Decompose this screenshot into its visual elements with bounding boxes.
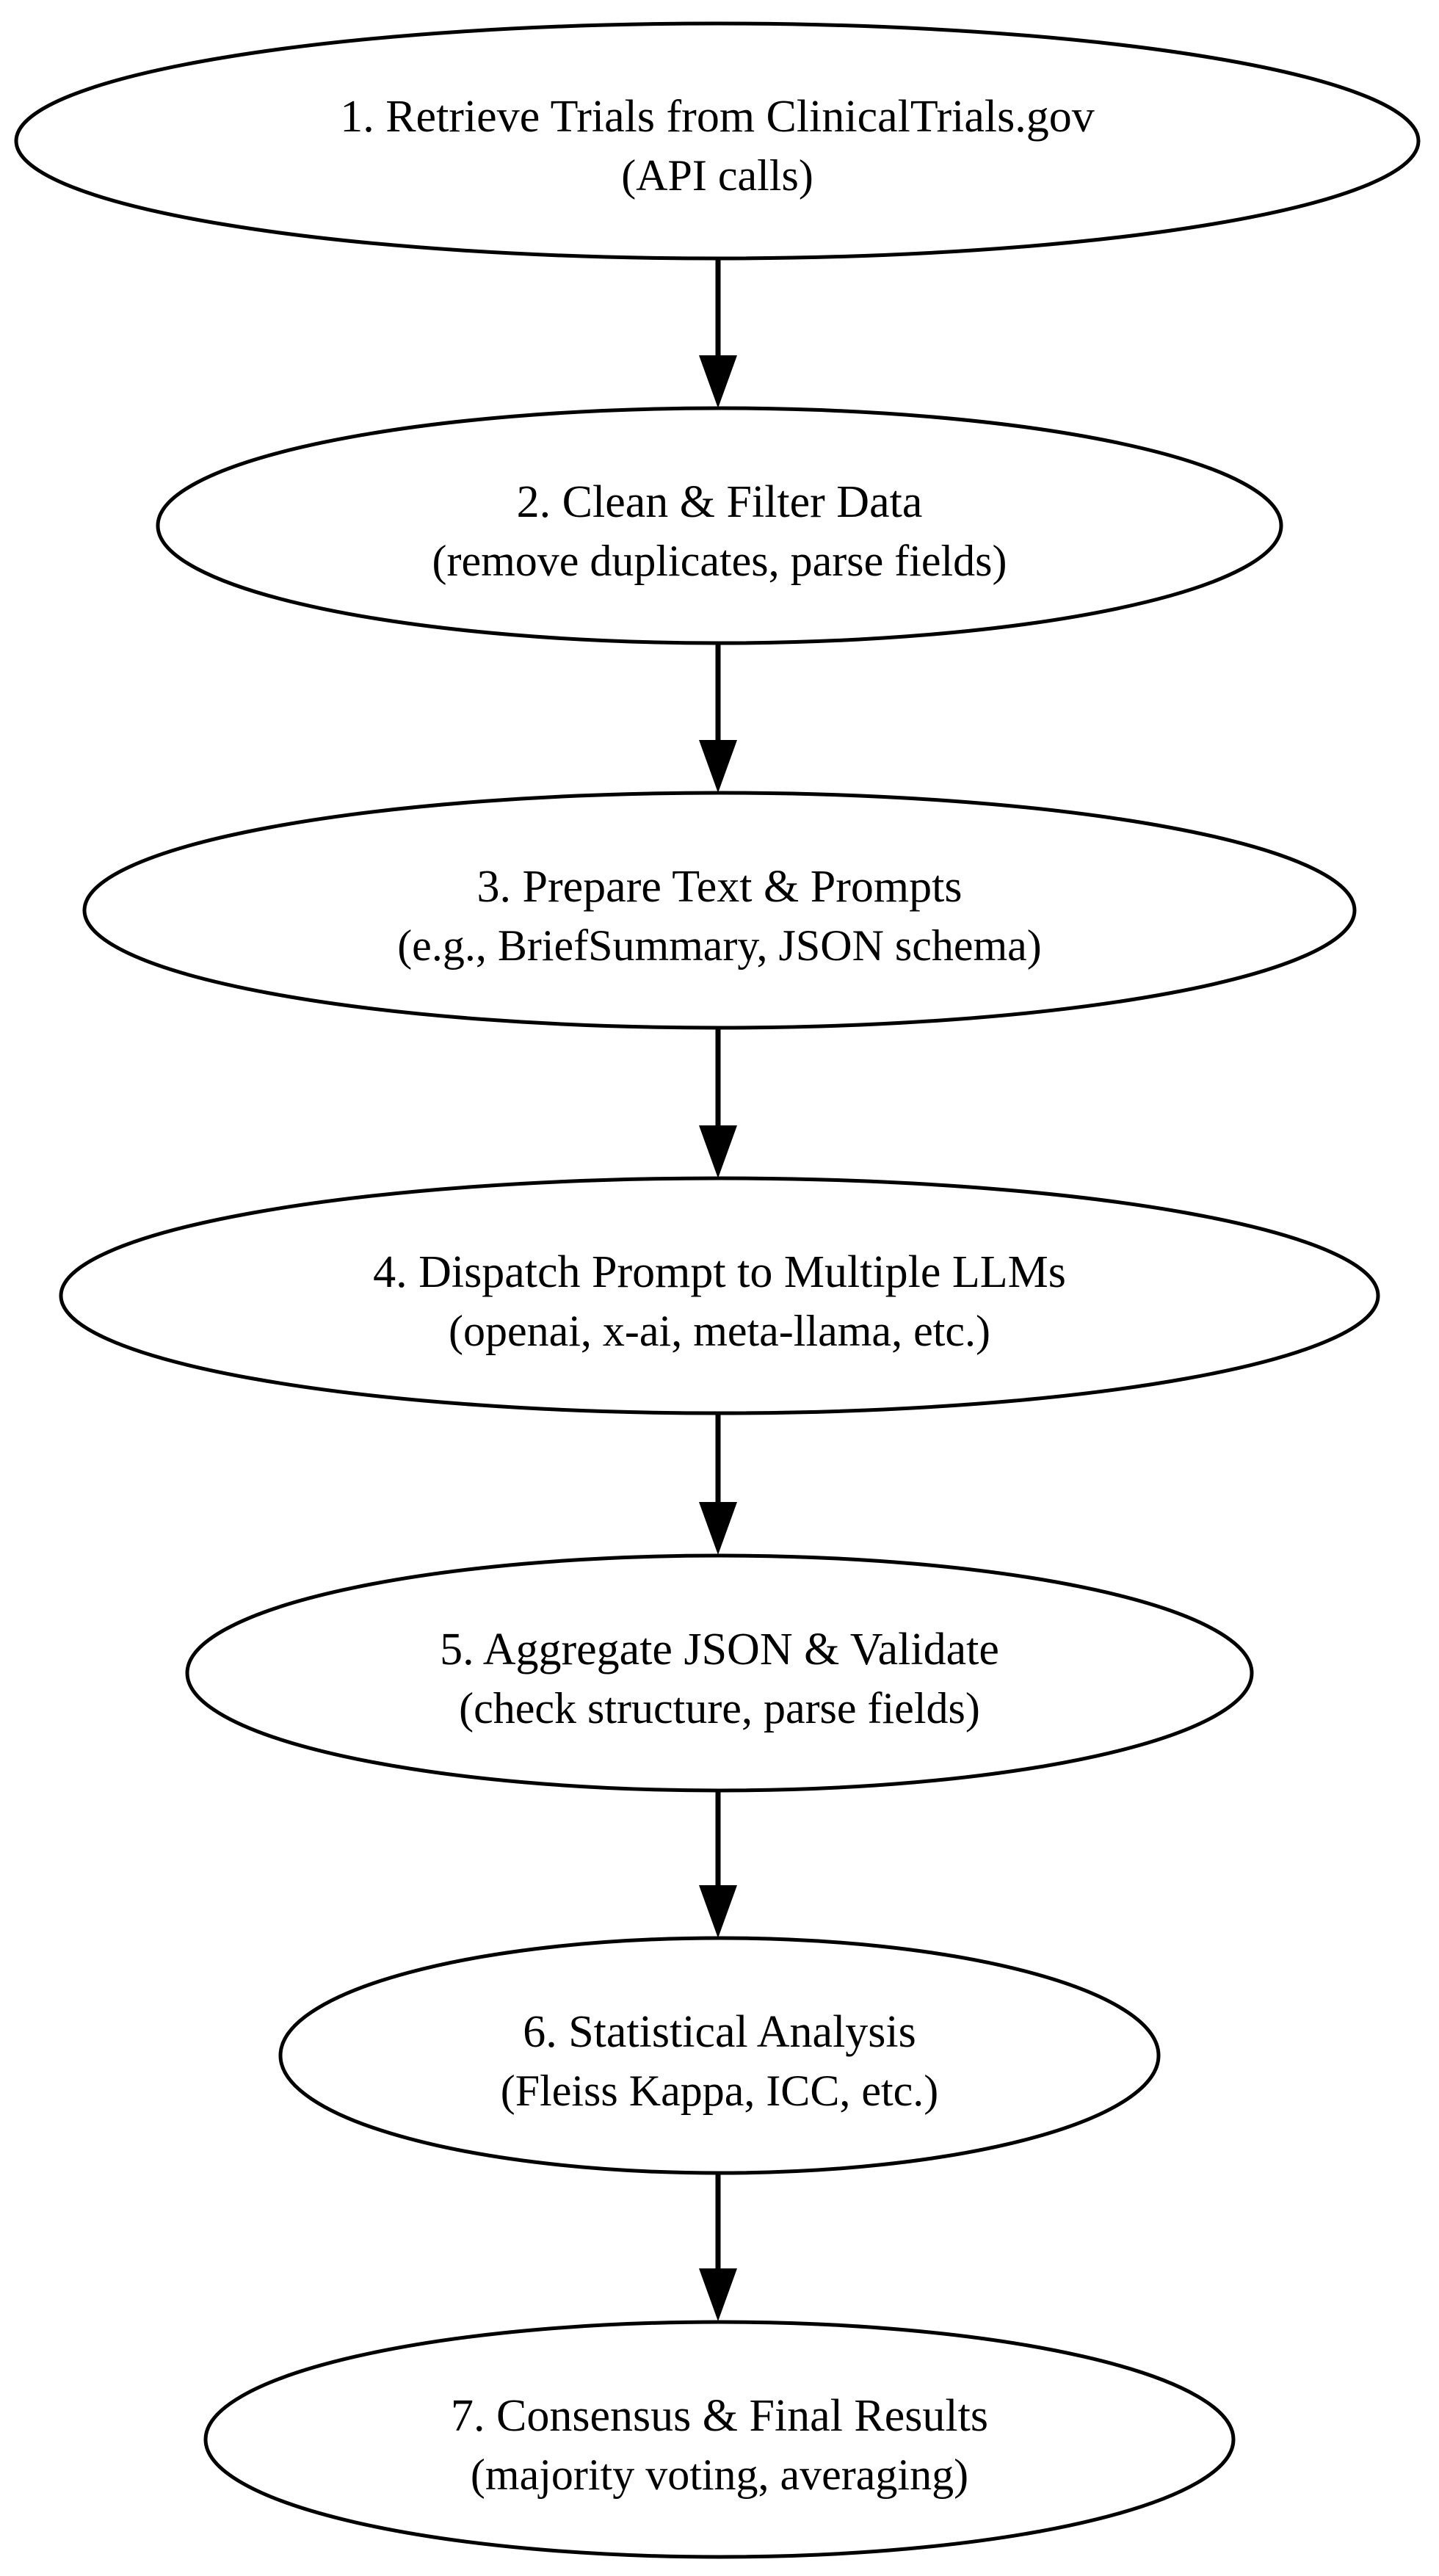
node-2-line1: 2. Clean & Filter Data — [517, 477, 923, 527]
node-4-line1: 4. Dispatch Prompt to Multiple LLMs — [373, 1247, 1066, 1297]
flow-node-1[interactable]: 1. Retrieve Trials from ClinicalTrials.g… — [14, 21, 1421, 261]
edge-2-3-arrowhead-icon — [699, 740, 737, 793]
node-3-line2: (e.g., BriefSummary, JSON schema) — [397, 921, 1042, 970]
node-6-line2: (Fleiss Kappa, ICC, etc.) — [501, 2067, 939, 2115]
node-5-line1: 5. Aggregate JSON & Validate — [440, 1625, 999, 1675]
node-4-line2: (openai, x-ai, meta-llama, etc.) — [449, 1307, 990, 1355]
flow-edge-5-to-6 — [699, 1790, 737, 1938]
flow-edge-1-to-2 — [699, 258, 737, 408]
node-1-line1: 1. Retrieve Trials from ClinicalTrials.g… — [340, 92, 1095, 142]
node-2-line2: (remove duplicates, parse fields) — [432, 537, 1007, 585]
flow-edge-2-to-3 — [699, 643, 737, 793]
node-3-line1: 3. Prepare Text & Prompts — [477, 862, 963, 912]
edge-4-5-arrowhead-icon — [699, 1502, 737, 1555]
node-1-line2: (API calls) — [621, 151, 813, 200]
node-5-line2: (check structure, parse fields) — [459, 1684, 980, 1733]
node-7-line1: 7. Consensus & Final Results — [451, 2391, 988, 2441]
flow-node-6[interactable]: 6. Statistical Analysis (Fleiss Kappa, I… — [278, 1936, 1161, 2175]
flow-edge-4-to-5 — [699, 1413, 737, 1555]
flow-node-2[interactable]: 2. Clean & Filter Data (remove duplicate… — [156, 406, 1283, 645]
edge-3-4-arrowhead-icon — [699, 1125, 737, 1178]
flow-edge-6-to-7 — [699, 2173, 737, 2321]
flow-node-7[interactable]: 7. Consensus & Final Results (majority v… — [203, 2320, 1236, 2559]
edge-6-7-arrowhead-icon — [699, 2268, 737, 2321]
node-7-line2: (majority voting, averaging) — [471, 2450, 968, 2499]
flow-node-4[interactable]: 4. Dispatch Prompt to Multiple LLMs (ope… — [59, 1176, 1380, 1415]
flow-node-5[interactable]: 5. Aggregate JSON & Validate (check stru… — [185, 1553, 1254, 1793]
node-6-line1: 6. Statistical Analysis — [523, 2007, 916, 2057]
edge-1-2-arrowhead-icon — [699, 355, 737, 408]
node-7-ellipse[interactable] — [203, 2320, 1236, 2559]
flow-node-3[interactable]: 3. Prepare Text & Prompts (e.g., BriefSu… — [82, 791, 1357, 1030]
flow-edge-3-to-4 — [699, 1028, 737, 1178]
edge-5-6-arrowhead-icon — [699, 1885, 737, 1938]
